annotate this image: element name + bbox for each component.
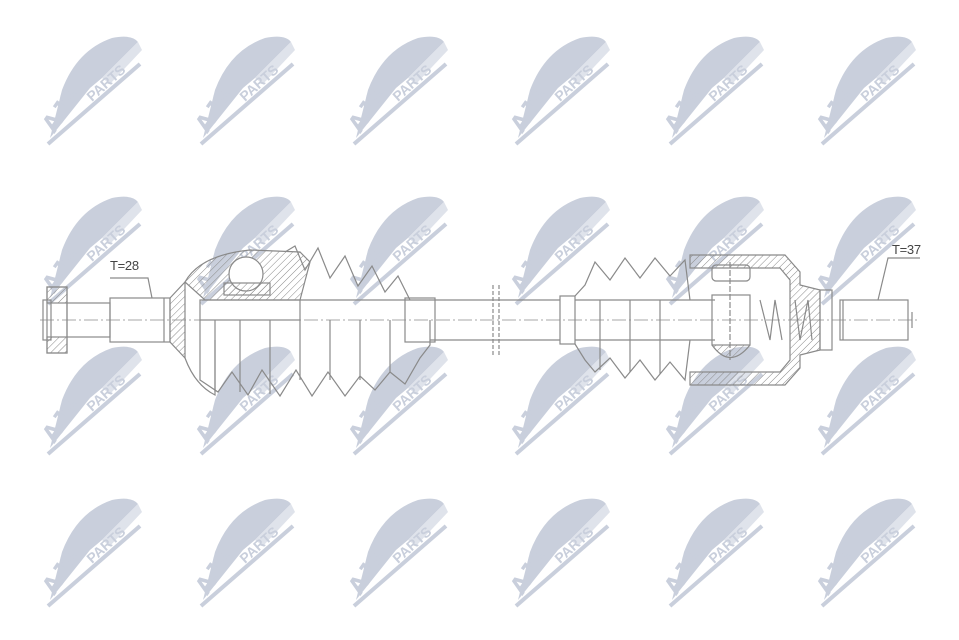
right-boot (559, 256, 715, 382)
left-teeth-leader (110, 277, 153, 299)
main-shaft (300, 285, 560, 355)
left-hub-flange (42, 286, 68, 354)
left-cv-housing (169, 249, 311, 396)
right-teeth-label: T=37 (892, 242, 921, 257)
right-teeth-leader (877, 257, 920, 301)
left-teeth-label: T=28 (110, 258, 139, 273)
right-spline-stub (819, 289, 913, 351)
left-boot (199, 245, 431, 398)
right-tripod-housing (689, 254, 821, 386)
